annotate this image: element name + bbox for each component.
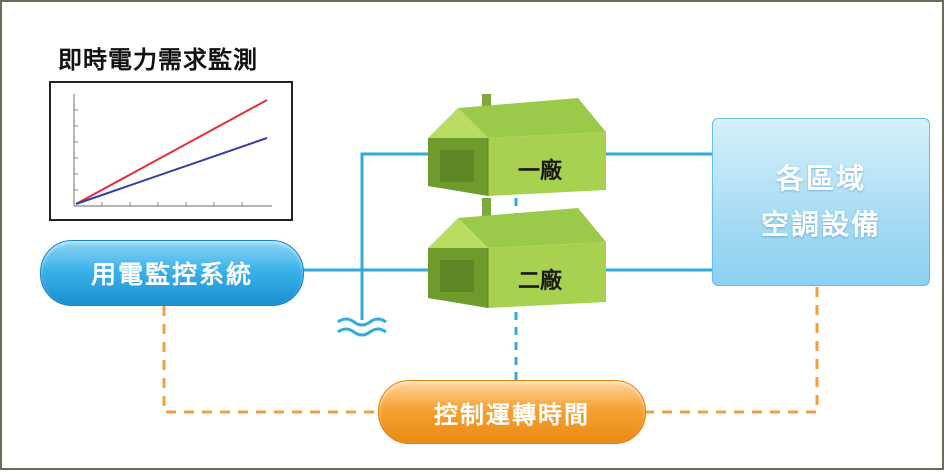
- link-power-feed: [360, 152, 428, 320]
- factory-2-label: 二廠: [518, 269, 563, 294]
- link-control-to-ac: [644, 286, 819, 414]
- power-monitoring-system-node: 用電監控系統: [40, 240, 304, 306]
- chart-series-red: [75, 99, 268, 205]
- factory-1-label: 一廠: [518, 159, 563, 184]
- demand-chart: [49, 81, 293, 221]
- operation-time-control-label: 控制運轉時間: [434, 400, 590, 429]
- link-system-to-control: [162, 306, 378, 414]
- wave-symbol: [337, 317, 387, 327]
- area-ac-label-line1: 各區域: [775, 162, 866, 195]
- power-monitoring-system-label: 用電監控系統: [90, 260, 253, 289]
- operation-time-control-node: 控制運轉時間: [378, 380, 646, 444]
- factory-2-building: [428, 208, 606, 308]
- chart-series-blue: [75, 137, 268, 205]
- area-ac-equipment-node: 各區域 空調設備: [712, 118, 930, 286]
- factory-1-building: [428, 94, 606, 196]
- area-ac-label-line2: 空調設備: [760, 208, 881, 241]
- chart-title: 即時電力需求監測: [58, 46, 258, 74]
